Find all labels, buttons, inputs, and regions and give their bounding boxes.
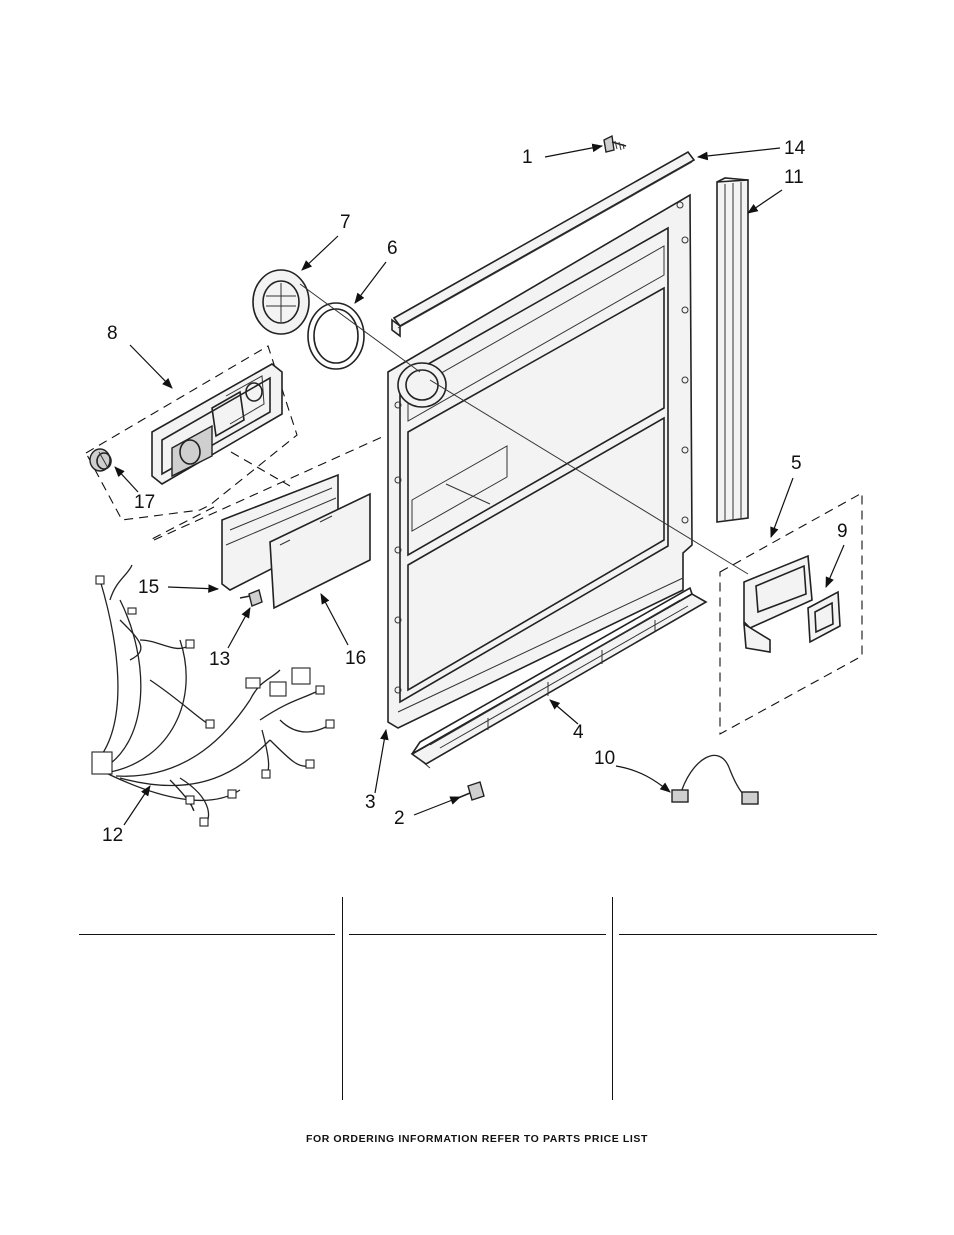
alignment-line-dispenser xyxy=(429,379,749,575)
callout-16: 16 xyxy=(345,648,366,669)
part-1-screw xyxy=(603,134,627,153)
table-header-rule-3 xyxy=(619,934,877,935)
callout-8: 8 xyxy=(107,323,118,344)
part-8-dispenser-group xyxy=(85,345,298,521)
callout-11: 11 xyxy=(784,167,804,188)
part-16-shield xyxy=(269,492,371,610)
callout-5: 5 xyxy=(791,453,802,474)
callout-14: 14 xyxy=(784,138,806,159)
part-6-gasket xyxy=(307,302,365,370)
part-4-bottom-trim xyxy=(410,586,708,769)
callout-4: 4 xyxy=(573,722,584,743)
callout-3: 3 xyxy=(365,792,376,813)
part-5-vent-group xyxy=(719,492,863,735)
part-3-inner-door-panel xyxy=(387,193,693,729)
part-10-wire-connector xyxy=(671,754,759,805)
part-12-wire-harness xyxy=(91,564,335,827)
table-header-rule-1 xyxy=(79,934,335,935)
callout-2: 2 xyxy=(394,808,405,829)
table-divider-2 xyxy=(612,897,613,1100)
part-13-screw xyxy=(239,589,263,607)
callout-10: 10 xyxy=(594,748,615,769)
callout-7: 7 xyxy=(340,212,351,233)
alignment-line-vent xyxy=(299,283,421,373)
callout-6: 6 xyxy=(387,238,398,259)
part-9-vent-gasket xyxy=(807,590,841,644)
table-header-rule-2 xyxy=(349,934,606,935)
table-divider-1 xyxy=(342,897,343,1100)
leader-board-group xyxy=(230,451,291,487)
part-14-top-trim xyxy=(391,150,696,338)
callout-9: 9 xyxy=(837,521,848,542)
part-17-knob xyxy=(89,448,112,472)
callout-12: 12 xyxy=(102,825,123,846)
part-2-screw xyxy=(457,781,485,801)
leader-arrows xyxy=(114,143,845,826)
callout-15: 15 xyxy=(138,577,159,598)
ordering-info-note: FOR ORDERING INFORMATION REFER TO PARTS … xyxy=(305,1133,649,1145)
callout-17: 17 xyxy=(134,492,155,513)
callout-13: 13 xyxy=(209,649,230,670)
callout-labels: 1 2 3 4 5 6 7 8 9 10 11 12 13 14 15 16 1… xyxy=(102,138,848,846)
part-11-side-gasket xyxy=(716,177,749,523)
callout-1: 1 xyxy=(522,147,533,168)
part-7-vent-cover xyxy=(252,269,310,335)
exploded-parts-diagram: 1 2 3 4 5 6 7 8 9 10 11 12 13 14 15 16 1… xyxy=(85,134,863,846)
